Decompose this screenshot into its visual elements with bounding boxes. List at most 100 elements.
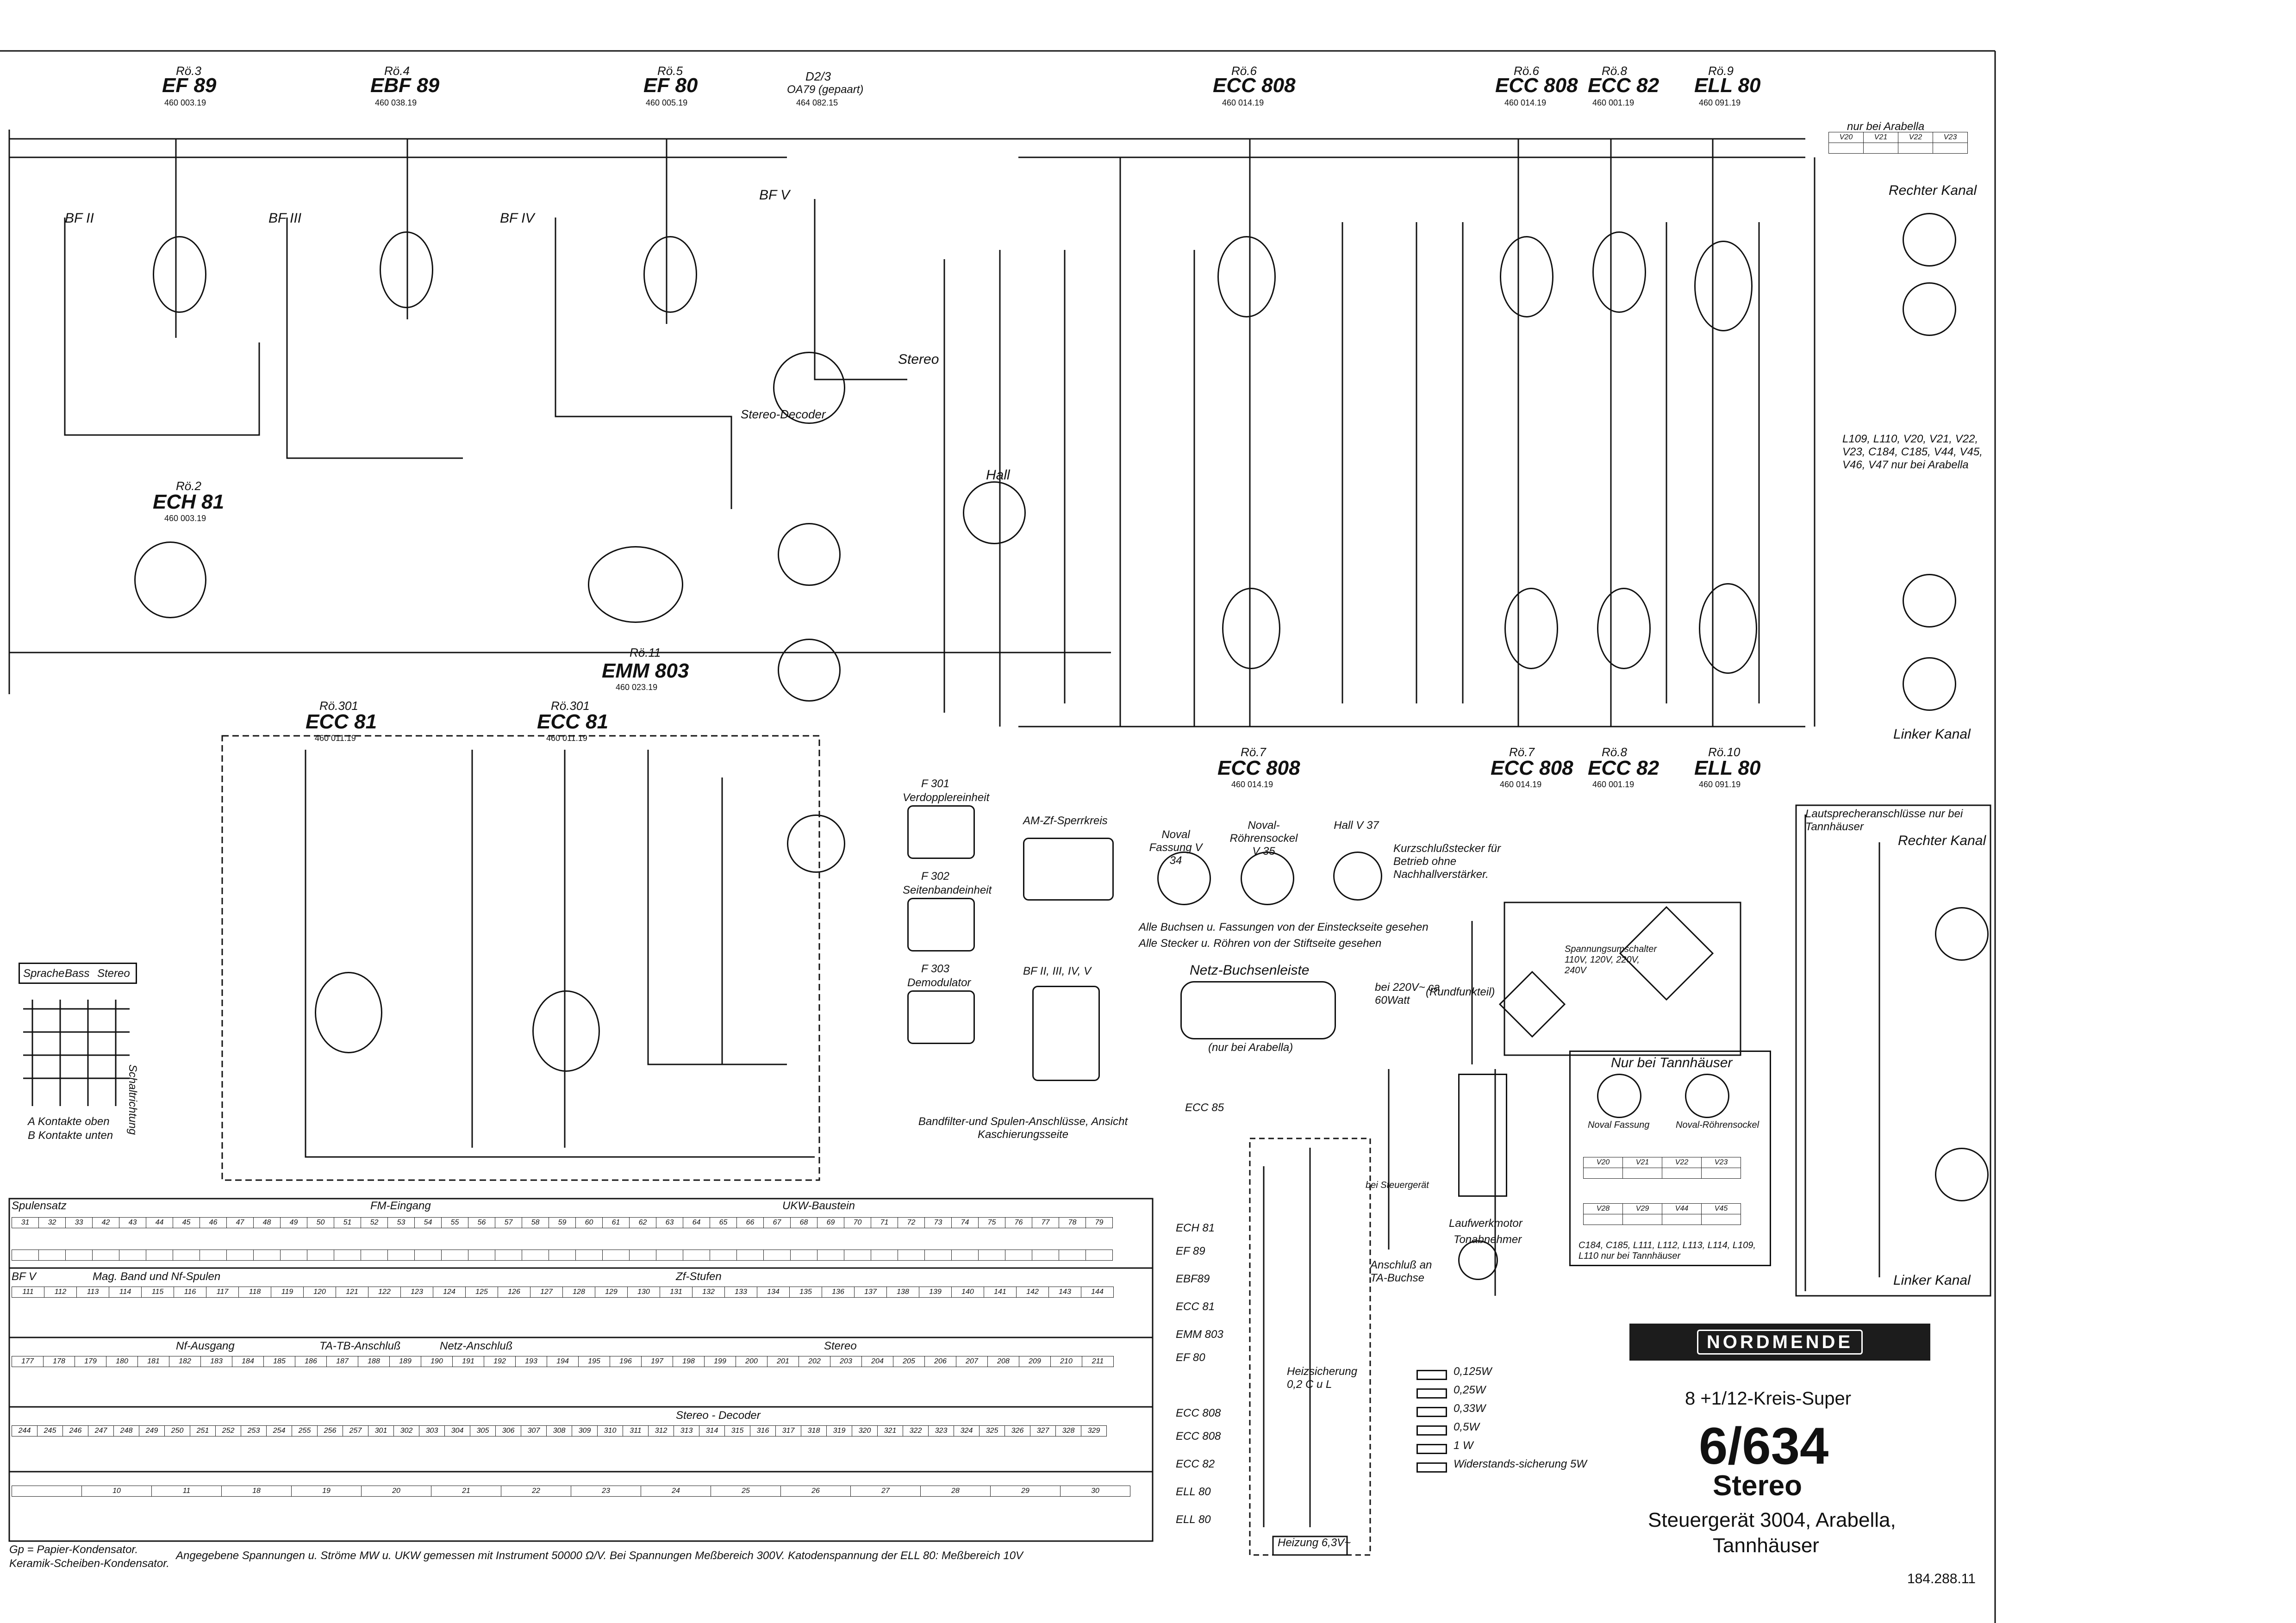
speaker-v44-tannhaeuser — [1935, 907, 1989, 961]
parts-table-cell: 140 — [951, 1287, 984, 1298]
col-header: V20 — [1583, 1157, 1623, 1168]
tube-code: Rö.7 — [1509, 745, 1535, 759]
tube-ecc808-d-symbol — [1504, 588, 1558, 669]
tube-name: ELL 80 — [1694, 757, 1761, 779]
parts-table-cell — [1005, 1250, 1032, 1261]
parts-table-cell — [226, 1250, 254, 1261]
brand-text: NORDMENDE — [1697, 1330, 1863, 1355]
tube-number: 460 091.19 — [1699, 780, 1741, 789]
parts-table-cell: 305 — [470, 1425, 496, 1436]
parts-table-cell: 193 — [515, 1356, 547, 1367]
hall-socket — [963, 481, 1026, 544]
parts-table-cell: 310 — [597, 1425, 623, 1436]
parts-table-cell: 141 — [984, 1287, 1017, 1298]
parts-table-cell: 54 — [414, 1217, 442, 1228]
parts-table-cell: 323 — [928, 1425, 954, 1436]
parts-table-cell: 205 — [893, 1356, 925, 1367]
parts-table-cell: 55 — [441, 1217, 468, 1228]
f301-sub: Verdopplereinheit — [903, 791, 990, 804]
v32-socket — [778, 639, 841, 702]
tonabnehmer-label: Tonabnehmer — [1454, 1233, 1522, 1246]
parts-table-cell — [844, 1250, 871, 1261]
tube-code: Rö.5 — [657, 64, 683, 78]
section-ukw-baustein: UKW-Baustein — [782, 1200, 855, 1212]
parts-table-cell: 67 — [763, 1217, 791, 1228]
parts-table-cell: 60 — [575, 1217, 603, 1228]
parts-table-cell: 183 — [200, 1356, 232, 1367]
parts-table-cell — [12, 1250, 39, 1261]
parts-table-cell: 304 — [444, 1425, 470, 1436]
resistor-legend-label: 0,25W — [1454, 1384, 1486, 1396]
tannhaeuser-voltage-table-2: V28 V29 V44 V45 — [1583, 1203, 1741, 1225]
tube-number: 460 011.19 — [315, 734, 356, 743]
tube-number: 460 001.19 — [1592, 780, 1635, 789]
parts-table-cell: 139 — [919, 1287, 952, 1298]
parts-table-row-1 — [12, 1250, 1113, 1261]
am-zf-module — [1023, 838, 1114, 901]
v28-socket — [1597, 1074, 1641, 1118]
tube-number: 460 023.19 — [616, 683, 658, 692]
parts-table-cell: 201 — [767, 1356, 799, 1367]
parts-table-cell: 182 — [169, 1356, 201, 1367]
parts-table-cell: 196 — [610, 1356, 642, 1367]
buchsen-note-1: Alle Buchsen u. Fassungen von der Einste… — [1139, 921, 1429, 933]
parts-table-cell: 79 — [1086, 1217, 1113, 1228]
parts-table-cell — [871, 1250, 898, 1261]
tube-code: Rö.6 — [1231, 64, 1257, 78]
document-number: 184.288.11 — [1907, 1571, 1976, 1586]
anschluss-label: Anschluß an TA-Buchse — [1370, 1259, 1432, 1284]
nordmende-logo: NORDMENDE — [1629, 1324, 1930, 1361]
parts-table-cell — [92, 1250, 119, 1261]
parts-table-cell — [683, 1250, 710, 1261]
parts-table-cell: 247 — [88, 1425, 114, 1436]
parts-table-cell — [1086, 1250, 1113, 1261]
tube-name: EF 80 — [643, 74, 698, 97]
tube-name: EBF 89 — [370, 74, 440, 97]
tube-ell80-a-symbol — [1694, 241, 1753, 331]
lautsprecher-title: Lautsprecheranschlüsse nur bei Tannhäuse… — [1805, 808, 1963, 833]
parts-table-cell: 69 — [817, 1217, 844, 1228]
parts-table-cell — [549, 1250, 576, 1261]
tube-code: Rö.3 — [176, 64, 201, 78]
tube-name: ECC 81 — [306, 710, 377, 733]
tube-number: 460 014.19 — [1504, 98, 1547, 107]
resistor-symbol — [1416, 1462, 1447, 1473]
tube-code: Rö.301 — [319, 699, 358, 713]
parts-table-cell: 46 — [200, 1217, 227, 1228]
arabella-voltage-table: V20 V21 V22 V23 — [1828, 132, 1968, 154]
parts-table-cell: 124 — [433, 1287, 466, 1298]
tube-number: 460 091.19 — [1699, 98, 1741, 107]
tube-code: Rö.6 — [1514, 64, 1539, 78]
speaker-v45 — [1903, 574, 1956, 628]
heater-ebf89: EBF89 — [1176, 1273, 1210, 1285]
parts-table-cell: 33 — [65, 1217, 93, 1228]
v37-socket — [1333, 852, 1382, 901]
parts-table-cell: 32 — [38, 1217, 66, 1228]
parts-table-cell — [441, 1250, 468, 1261]
parts-table-cell: 70 — [844, 1217, 871, 1228]
heizung-label: Heizung 6,3V~ — [1278, 1536, 1351, 1549]
netz-buchsenleiste-label: Netz-Buchsenleiste — [1190, 963, 1310, 978]
parts-table-cell: 53 — [387, 1217, 415, 1228]
parts-table-cell: 111 — [12, 1287, 44, 1298]
parts-table-cell: 118 — [238, 1287, 271, 1298]
bf4-label: BF IV — [500, 211, 535, 226]
tannhaeuser-note: C184, C185, L111, L112, L113, L114, L109… — [1578, 1240, 1756, 1261]
tube-number: 460 038.19 — [375, 98, 417, 107]
rechter-kanal-label-2: Rechter Kanal — [1898, 833, 1986, 848]
f303-module — [907, 990, 975, 1044]
tube-ech81-symbol — [134, 541, 206, 618]
tube-name: ELL 80 — [1694, 74, 1761, 97]
tube-number: 460 014.19 — [1500, 780, 1542, 789]
parts-table-cell: 249 — [139, 1425, 165, 1436]
nur-bei-tannhaeuser-label: Nur bei Tannhäuser — [1611, 1055, 1733, 1070]
parts-table-cell: 125 — [465, 1287, 498, 1298]
heizsicherung-label: Heizsicherung 0,2 C u L — [1287, 1365, 1358, 1391]
v29-socket — [1685, 1074, 1729, 1118]
f302-label: F 302 — [921, 870, 949, 883]
parts-table-cell — [951, 1250, 979, 1261]
sprache-label: Sprache — [23, 967, 65, 980]
parts-table-cell: 45 — [173, 1217, 200, 1228]
resistor-legend-label: 0,5W — [1454, 1421, 1480, 1433]
